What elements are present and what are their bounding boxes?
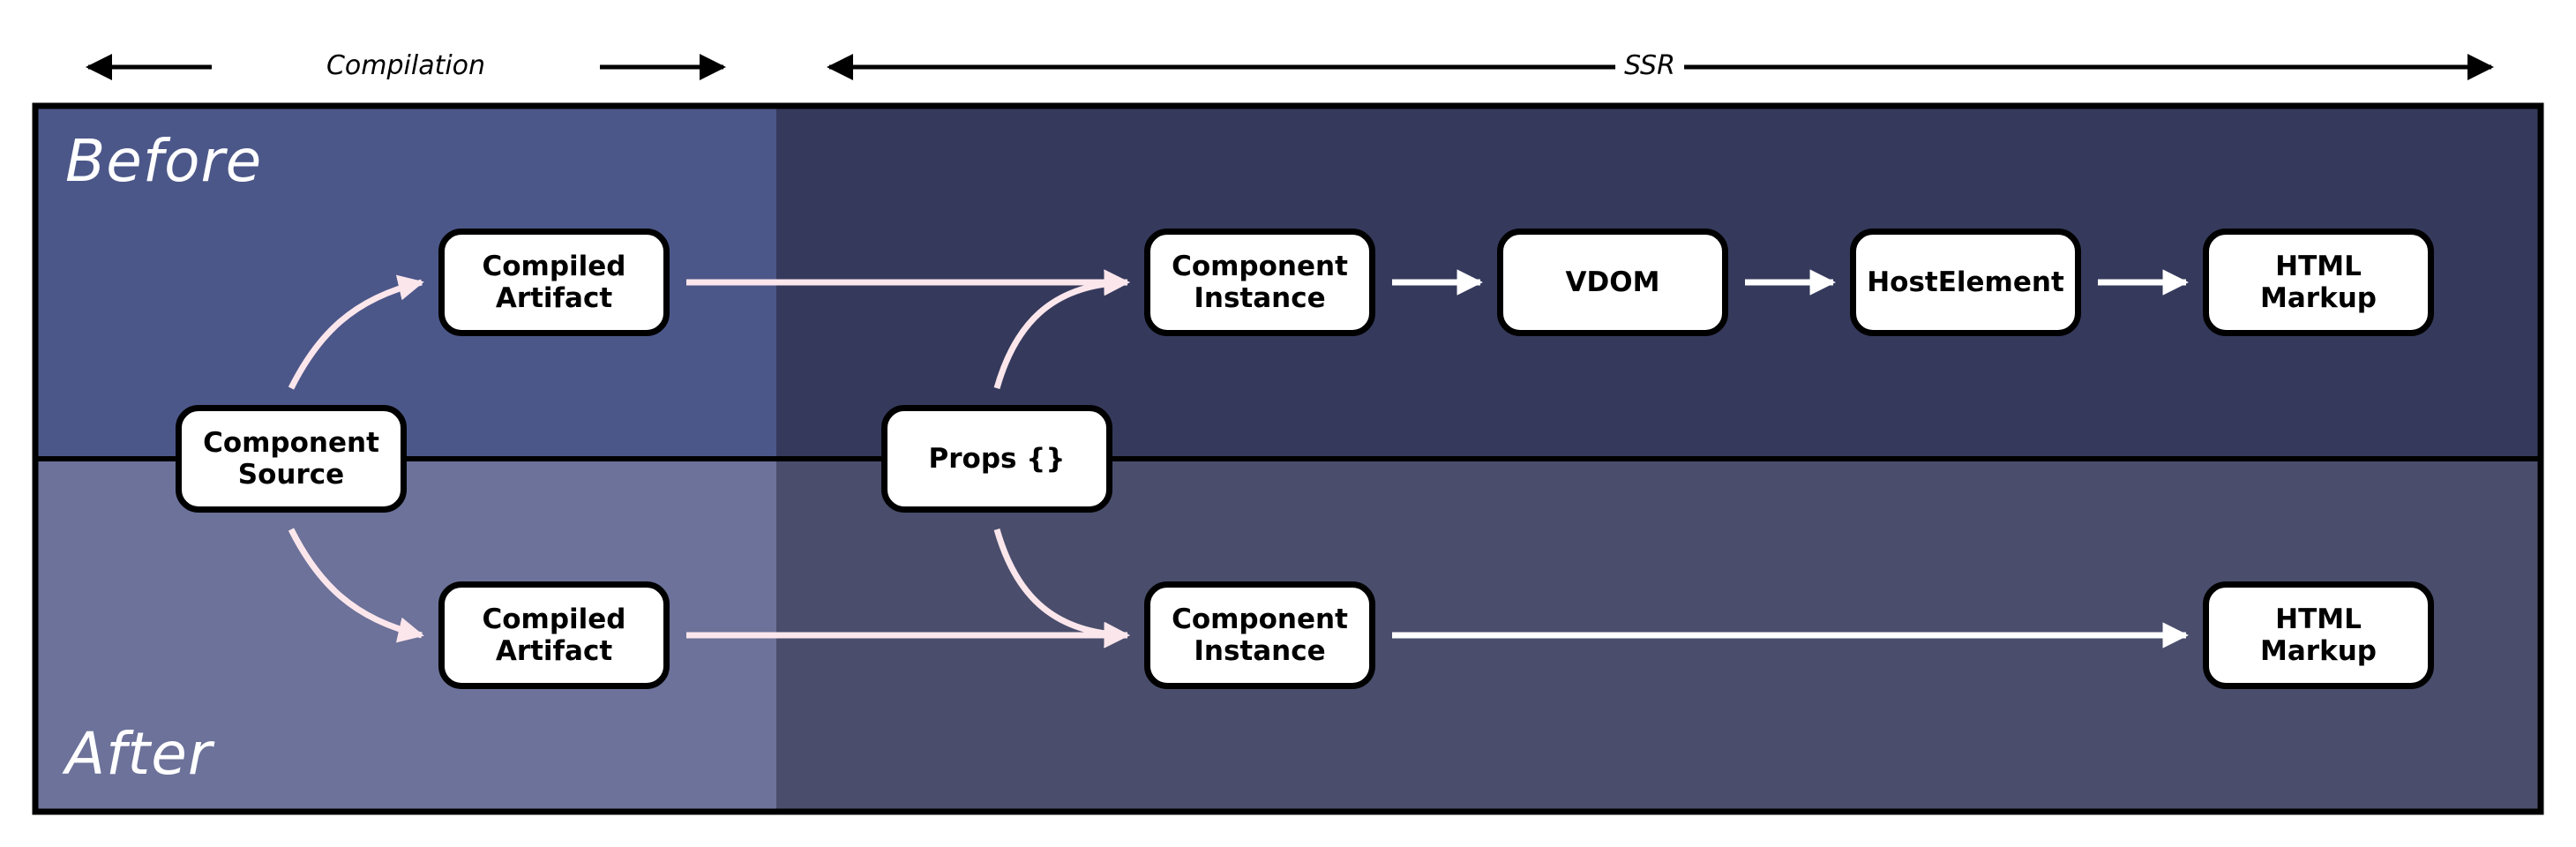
vdom-node: VDOM [1497,229,1728,336]
ssr-range-label: SSR [1615,44,1684,88]
arrow-source-to-compiled-after [288,528,424,643]
component-source-node: Component Source [176,405,407,513]
compiled-artifact-node-before: Compiled Artifact [438,229,670,336]
arrow-props-to-instance-before [993,269,1130,389]
arrow-source-to-compiled-before [288,274,424,390]
compiled-artifact-node-after: Compiled Artifact [438,581,670,689]
html-markup-node-after: HTML Markup [2203,581,2434,689]
component-instance-node-after: Component Instance [1144,581,1375,689]
component-instance-node-before: Component Instance [1144,229,1375,336]
arrow-props-to-instance-after [993,528,1130,648]
before-section-label: Before [65,127,263,195]
after-section-label: After [65,720,213,788]
html-markup-node-before: HTML Markup [2203,229,2434,336]
compilation-range-label: Compilation [317,44,495,88]
hostelement-node: HostElement [1850,229,2081,336]
diagram-border [32,102,2544,815]
props-node: Props {} [881,405,1112,513]
